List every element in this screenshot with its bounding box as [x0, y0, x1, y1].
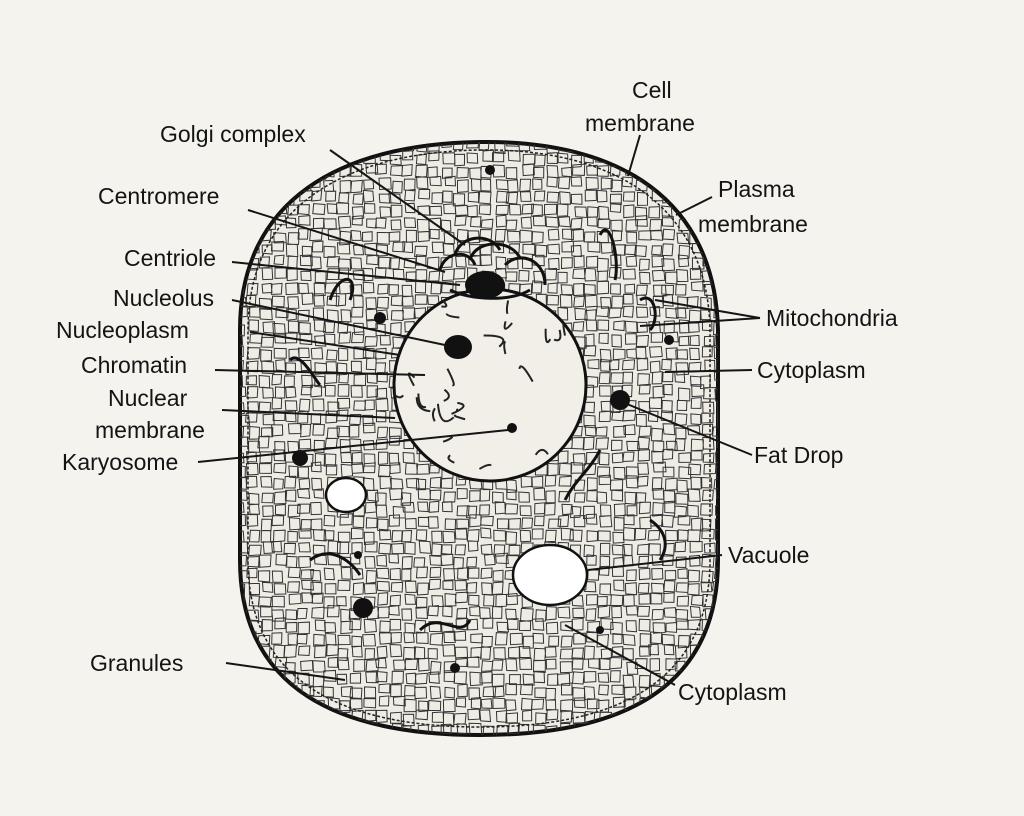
label-karyosome: Karyosome [62, 449, 178, 475]
label-cell-membrane-1: Cell [632, 77, 672, 103]
label-chromatin: Chromatin [81, 352, 187, 378]
nucleolus [444, 335, 472, 359]
label-cytoplasm-top: Cytoplasm [757, 357, 866, 383]
label-cell-membrane-2: membrane [585, 110, 695, 136]
large-vacuole [511, 543, 589, 607]
label-plasma-membrane-2: membrane [698, 211, 808, 237]
karyosome [507, 423, 517, 433]
label-cytoplasm-bottom: Cytoplasm [678, 679, 787, 705]
plasma-membrane [247, 149, 711, 728]
centrosome [465, 271, 505, 299]
label-fat-drop: Fat Drop [754, 442, 843, 468]
label-nucleoplasm: Nucleoplasm [56, 317, 189, 343]
mitochondria [288, 228, 667, 632]
nucleus [392, 287, 588, 483]
granules [292, 165, 674, 673]
label-vacuole: Vacuole [728, 542, 809, 568]
label-centromere: Centromere [98, 183, 219, 209]
labels: Cell membrane Golgi complex Centromere C… [56, 77, 898, 705]
label-nuclear-membrane-1: Nuclear [108, 385, 188, 411]
small-vacuole [324, 476, 368, 514]
label-granules: Granules [90, 650, 183, 676]
label-golgi-complex: Golgi complex [160, 121, 306, 147]
label-mitochondria: Mitochondria [766, 305, 898, 331]
leader-lines [197, 134, 761, 686]
fat-drop [610, 390, 630, 410]
label-centriole: Centriole [124, 245, 216, 271]
label-nuclear-membrane-2: membrane [95, 417, 205, 443]
cell [238, 139, 720, 738]
label-nucleolus: Nucleolus [113, 285, 214, 311]
label-plasma-membrane-1: Plasma [718, 176, 795, 202]
